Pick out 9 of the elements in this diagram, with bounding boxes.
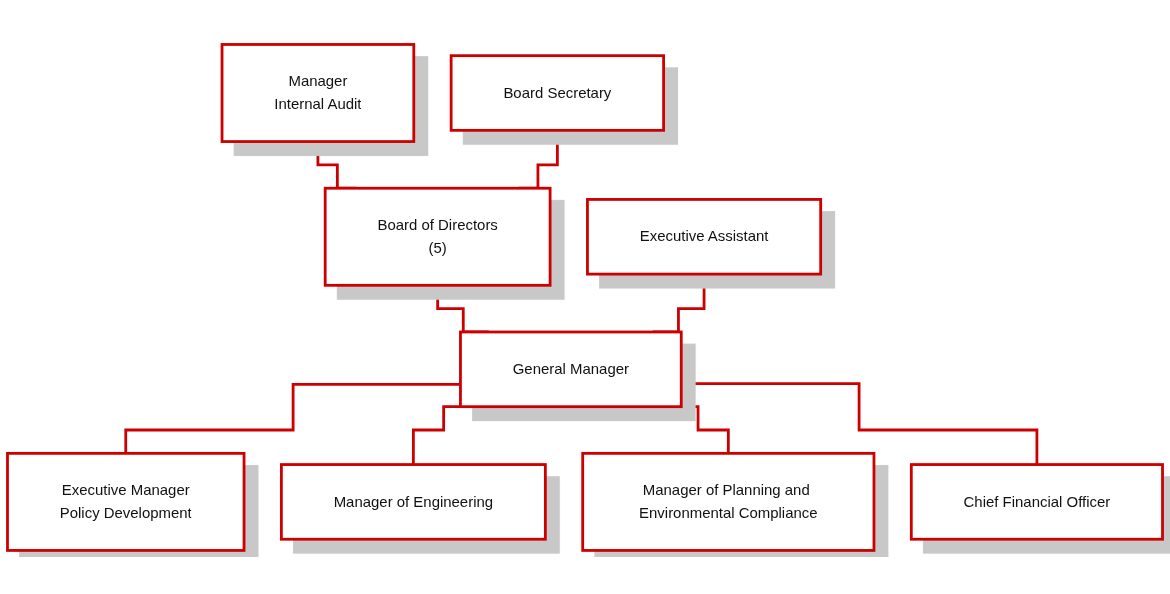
node-box: Manager of Planning and Environmental Compliance [581, 451, 876, 552]
node-box: General Manager [459, 330, 683, 408]
node-box: Chief Financial Officer [909, 462, 1164, 541]
node-box: Manager of Engineering [280, 462, 547, 541]
node-box: Board of Directors (5) [323, 186, 552, 287]
node-box: Board Secretary [449, 53, 665, 132]
node-box: Manager Internal Audit [220, 42, 416, 143]
node-box: Executive Assistant [586, 197, 823, 276]
node-box: Executive Manager Policy Development [6, 451, 246, 552]
